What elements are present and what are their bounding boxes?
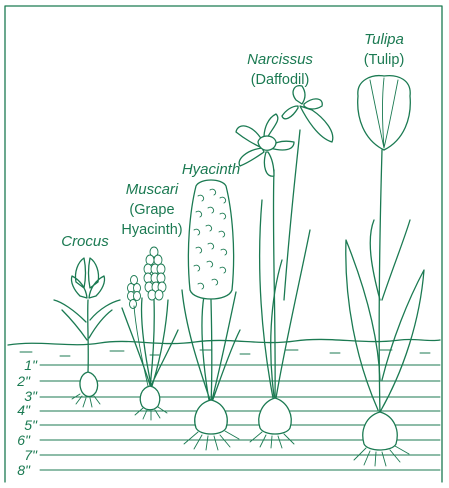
crocus-bulb — [80, 372, 98, 397]
narcissus-trumpet — [258, 136, 276, 150]
crocus-label: Crocus — [61, 233, 109, 250]
muscari-bulb — [140, 386, 159, 410]
narcissus-bulb — [259, 398, 291, 434]
muscari-common-name-line2: Hyacinth) — [121, 222, 182, 238]
muscari-plant — [122, 247, 178, 420]
narcissus-stem — [273, 130, 300, 400]
depth-label-2: 2" — [16, 373, 31, 389]
narcissus-label: Narcissus — [247, 51, 313, 68]
narcissus-common-name: (Daffodil) — [251, 72, 310, 88]
muscari-flower-spike — [144, 247, 166, 300]
depth-label-7: 7" — [24, 447, 38, 463]
crocus-flower — [71, 258, 104, 298]
hyacinth-bulb — [195, 400, 227, 434]
depth-label-8: 8" — [17, 462, 31, 478]
hyacinth-flower-head — [188, 180, 233, 299]
depth-labels: 1" 2" 3" 4" 5" 6" 7" 8" — [16, 357, 38, 478]
muscari-common-name-line1: (Grape — [129, 202, 174, 218]
tulipa-common-name: (Tulip) — [364, 52, 405, 68]
muscari-stem — [150, 300, 154, 388]
hyacinth-plant — [182, 180, 240, 450]
crocus-leaves — [54, 300, 120, 340]
narcissus-leaves — [260, 200, 310, 398]
tulipa-label: Tulipa — [364, 31, 404, 48]
depth-label-4: 4" — [17, 402, 31, 418]
crocus-stem — [88, 300, 89, 372]
depth-label-5: 5" — [24, 417, 38, 433]
tulipa-leaves — [346, 220, 424, 412]
narcissus-plant — [236, 86, 333, 448]
hyacinth-stem — [211, 300, 212, 405]
narcissus-trumpet-back — [300, 106, 333, 142]
depth-label-1: 1" — [24, 357, 38, 373]
hyacinth-label: Hyacinth — [182, 161, 240, 178]
soil-texture — [20, 350, 430, 356]
crocus-plant — [54, 258, 120, 407]
muscari-label: Muscari — [126, 181, 179, 198]
tulipa-bulb — [363, 412, 397, 450]
tulipa-flower — [358, 76, 411, 150]
tulipa-plant — [346, 76, 424, 466]
depth-label-6: 6" — [17, 432, 31, 448]
